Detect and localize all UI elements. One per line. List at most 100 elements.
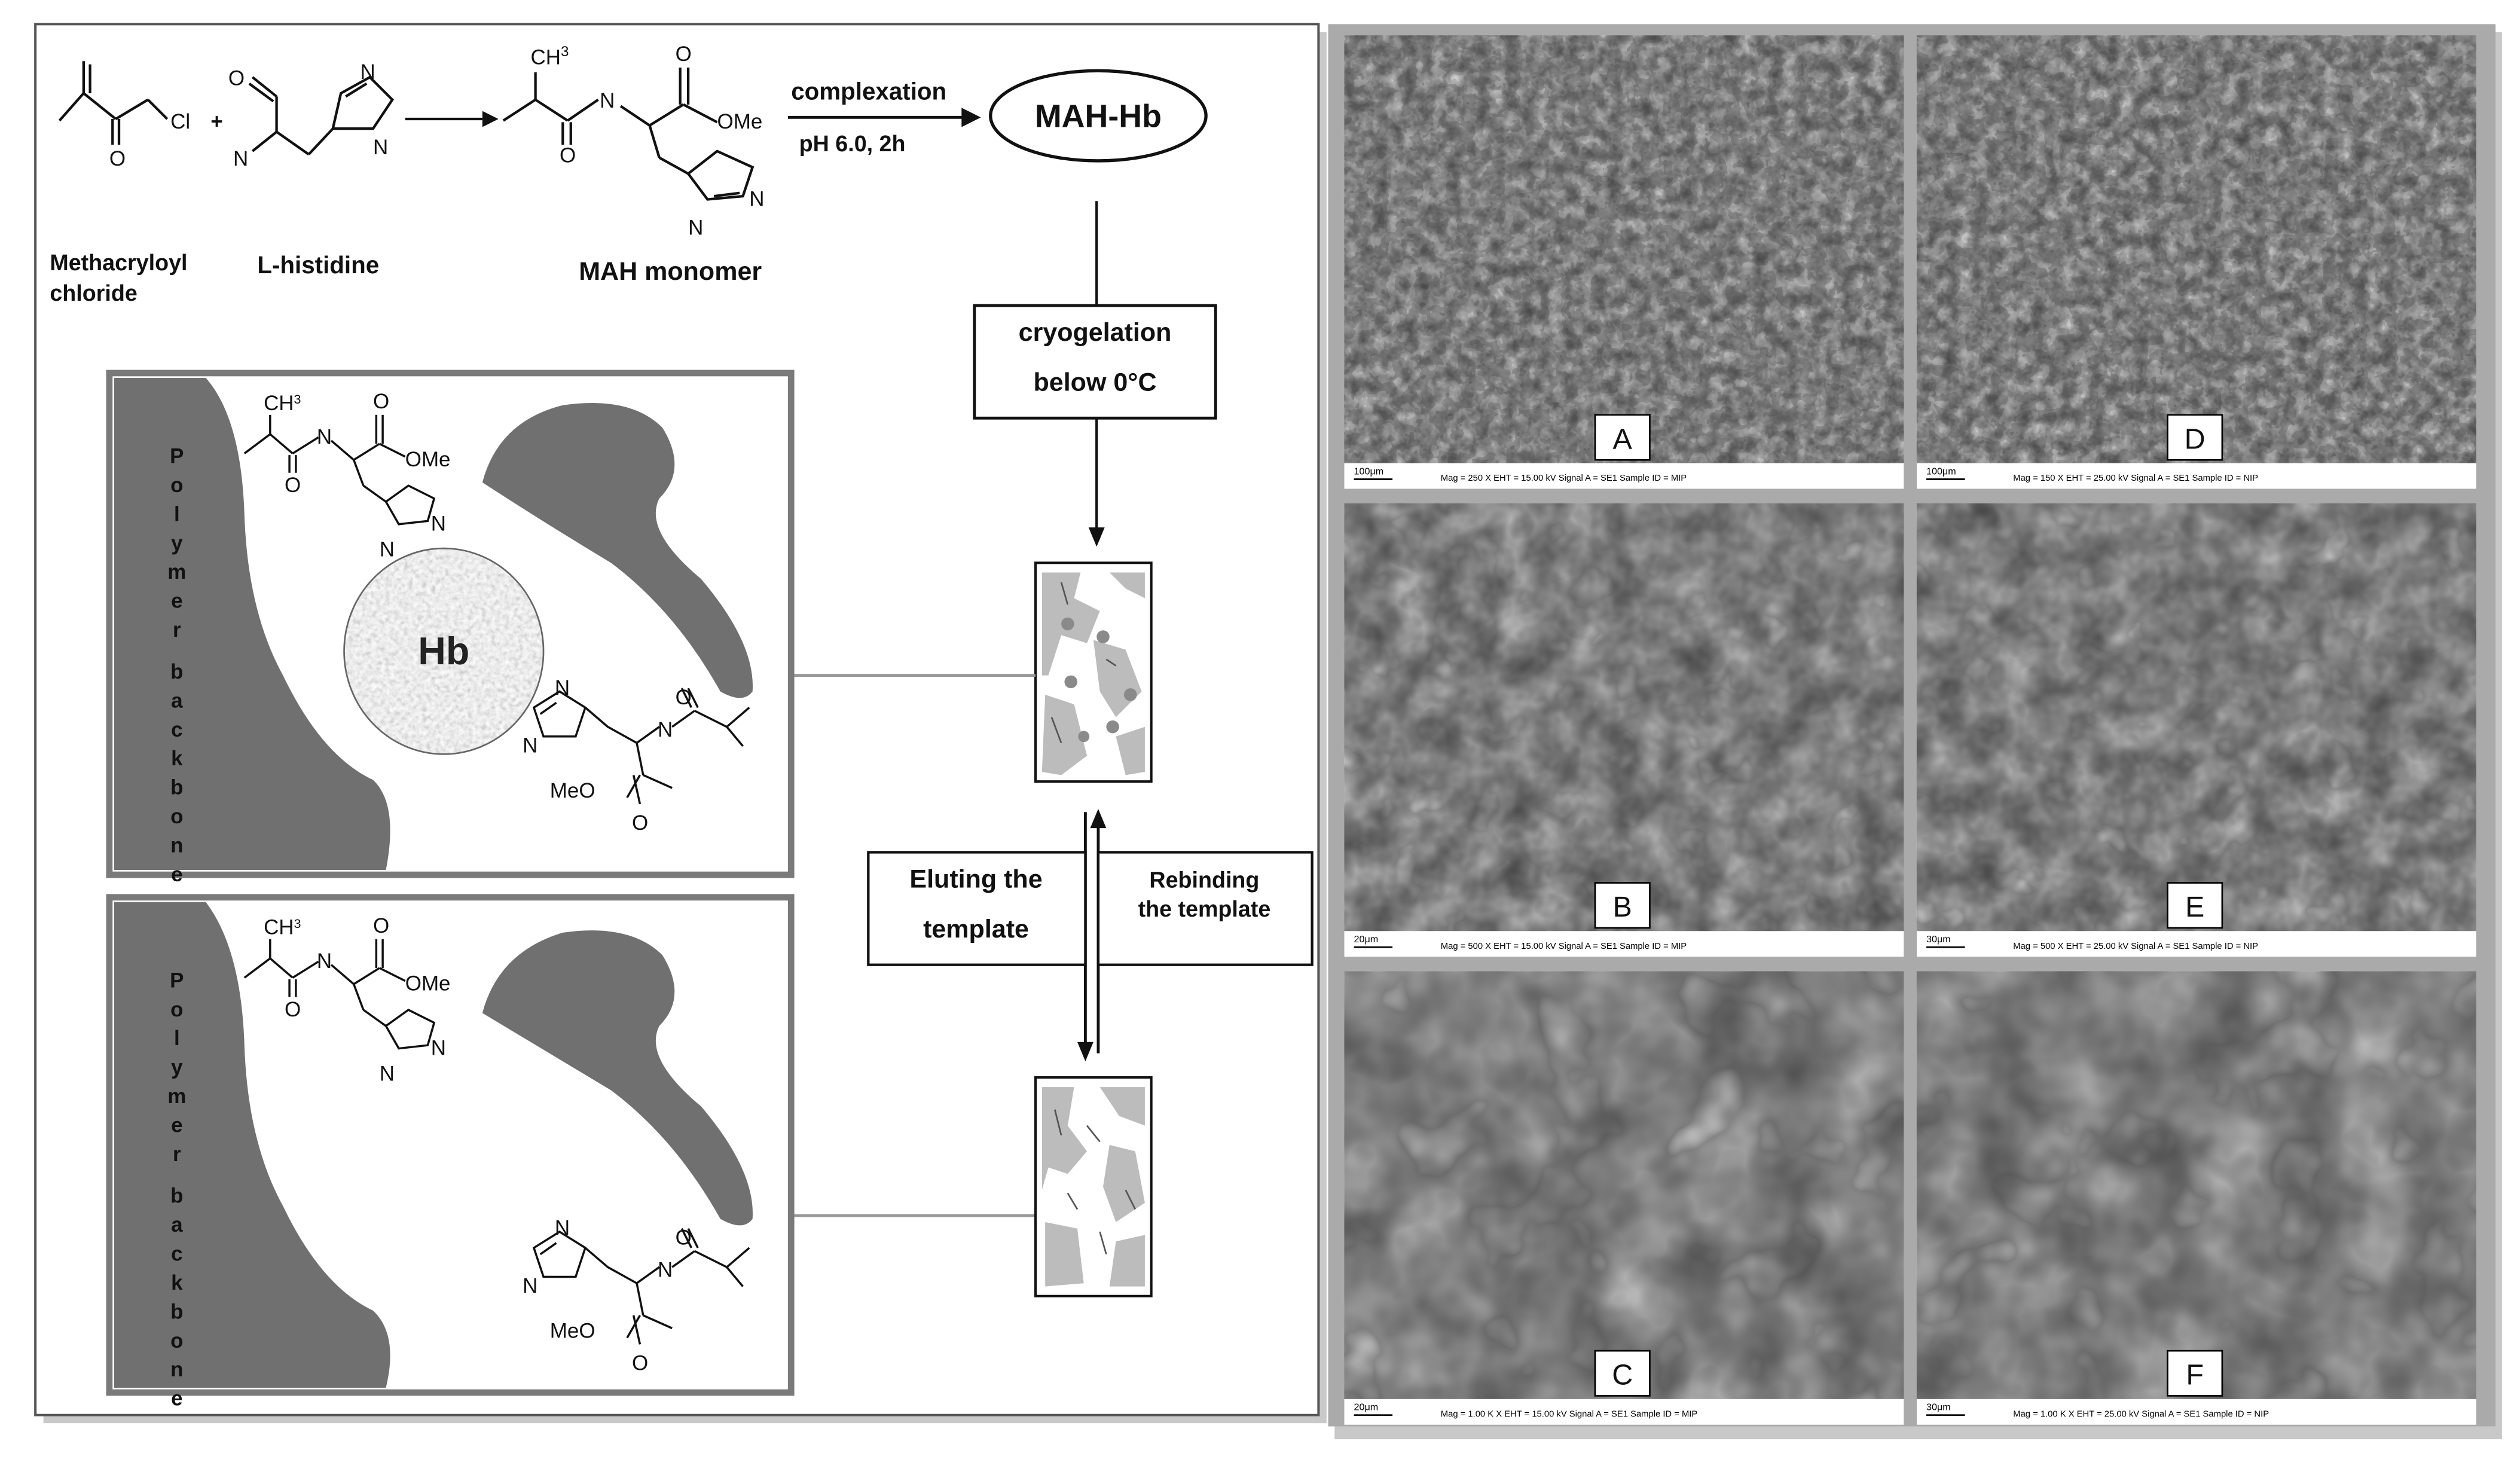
sem-texture [1916,971,2476,1399]
cavity1-n3: N [380,538,395,561]
atom-label-n-amine: N [233,147,248,170]
sem-scalebar-label: 100μm [1926,466,1956,477]
atom-label-cl: Cl [170,110,190,133]
cavity2-methyl: CH3 [264,916,301,939]
backbone-letter: b [170,776,183,799]
sem-info-text: Mag = 500 X EHT = 15.00 kV Signal A = SE… [1441,942,1687,951]
sem-texture [1344,35,1904,463]
cavity1-meo: MeO [550,779,595,802]
complexation-arrow-head [961,108,981,127]
sem-info-text: Mag = 150 X EHT = 25.00 kV Signal A = SE… [2013,474,2258,483]
l-histidine-structure [248,75,395,155]
backbone-letter: b [170,1184,183,1208]
elution-arrow-head [1077,1042,1093,1062]
cavity2-ome: OMe [405,972,451,996]
cavity2-monomer-bottom [532,1227,750,1345]
cryogel-strands-2 [1054,1109,1136,1255]
backbone-letter: k [171,1271,183,1294]
sem-info-text: Mag = 250 X EHT = 15.00 kV Signal A = SE… [1441,474,1687,483]
polymer-backbone-right-2 [482,930,753,1226]
cavity2-meo: MeO [550,1320,595,1343]
backbone-letter: c [171,1242,182,1266]
backbone-letter: m [167,560,186,584]
backbone-letter: r [173,1143,181,1166]
polymer-backbone-left [114,378,390,871]
cavity1-n5: N [523,734,537,758]
sem-texture [1344,503,1904,932]
methacryloyl-chloride-label-2: chloride [50,280,137,306]
cryogel-pores-2 [1041,1087,1145,1287]
cavity1-n6: N [658,718,673,741]
cavity1-o4: O [632,811,648,835]
sem-info-bar [1344,931,1904,957]
eluting-label-2: template [923,915,1029,943]
sem-scalebar-label: 20μm [1354,1402,1379,1413]
sem-scalebar-label: 20μm [1354,934,1379,945]
backbone-letter: e [171,1387,182,1410]
backbone-letter: o [170,1329,183,1352]
mah-hb-label: MAH-Hb [1035,98,1162,134]
sem-info-text: Mag = 500 X EHT = 25.00 kV Signal A = SE… [2013,942,2258,951]
cavity2-o4: O [632,1351,648,1375]
ester-ome-label: OMe [717,110,763,133]
flow-arrow-head-2 [1088,527,1105,547]
sem-panel-label: B [1613,891,1632,923]
sem-label-box [1594,882,1651,929]
cavity2-o2: O [373,914,389,938]
backbone-letter: P [170,969,184,992]
cavity1-o2: O [373,390,389,413]
methyl-label: CH3 [531,44,569,69]
sem-info-bar [1916,1398,2476,1425]
atom-label-n-amide: N [600,89,615,112]
sem-label-box [2167,1349,2223,1397]
cryogelation-box [973,304,1217,420]
cavity2-n1: N [317,949,332,973]
sem-info-bar [1344,463,1904,489]
rebinding-box [1096,851,1314,966]
cavity1-n4: N [555,676,570,700]
sem-label-box [1594,1349,1651,1397]
backbone-letter: n [170,833,183,857]
cryogelation-label: cryogelation [1019,318,1172,347]
hemoglobin-outline [343,547,545,755]
methacryloyl-chloride-structure [58,61,169,145]
methacryloyl-chloride-label-1: Methacryloyl [50,250,187,275]
backbone-letter: b [170,660,183,683]
backbone-letter: a [171,1213,183,1236]
sem-panel-label: E [2185,891,2204,923]
cavity1-monomer-bottom [532,688,750,805]
atom-label-o-histidine: O [228,67,245,90]
polymer-backbone-right [482,403,753,698]
backbone-letter: l [174,502,180,526]
sem-info-bar [1344,1398,1904,1425]
sem-info-text: Mag = 1.00 K X EHT = 25.00 kV Signal A =… [2013,1409,2269,1419]
atom-label-n-imid2: N [688,216,703,240]
backbone-letter: o [170,998,183,1021]
cryogel-hb-dots [1061,617,1137,743]
sem-panel-label: C [1612,1359,1633,1391]
cavity2-n2: N [431,1036,446,1059]
temperature-label: below 0°C [1034,368,1157,397]
sem-info-text: Mag = 1.00 K X EHT = 15.00 kV Signal A =… [1441,1409,1698,1419]
sem-panel-label: A [1613,423,1633,455]
sem-panel-label: D [2185,423,2206,455]
backbone-letter: y [171,532,183,555]
atom-label-n-ring2: N [373,136,388,159]
sem-info-bar [1916,931,2476,957]
eluting-label-1: Eluting the [909,865,1042,894]
sem-texture [1344,971,1904,1399]
cavity2-n4: N [555,1217,570,1240]
mah-monomer-structure [502,67,755,201]
backbone-letter: n [170,1358,183,1381]
cavity2-n6: N [658,1258,673,1281]
